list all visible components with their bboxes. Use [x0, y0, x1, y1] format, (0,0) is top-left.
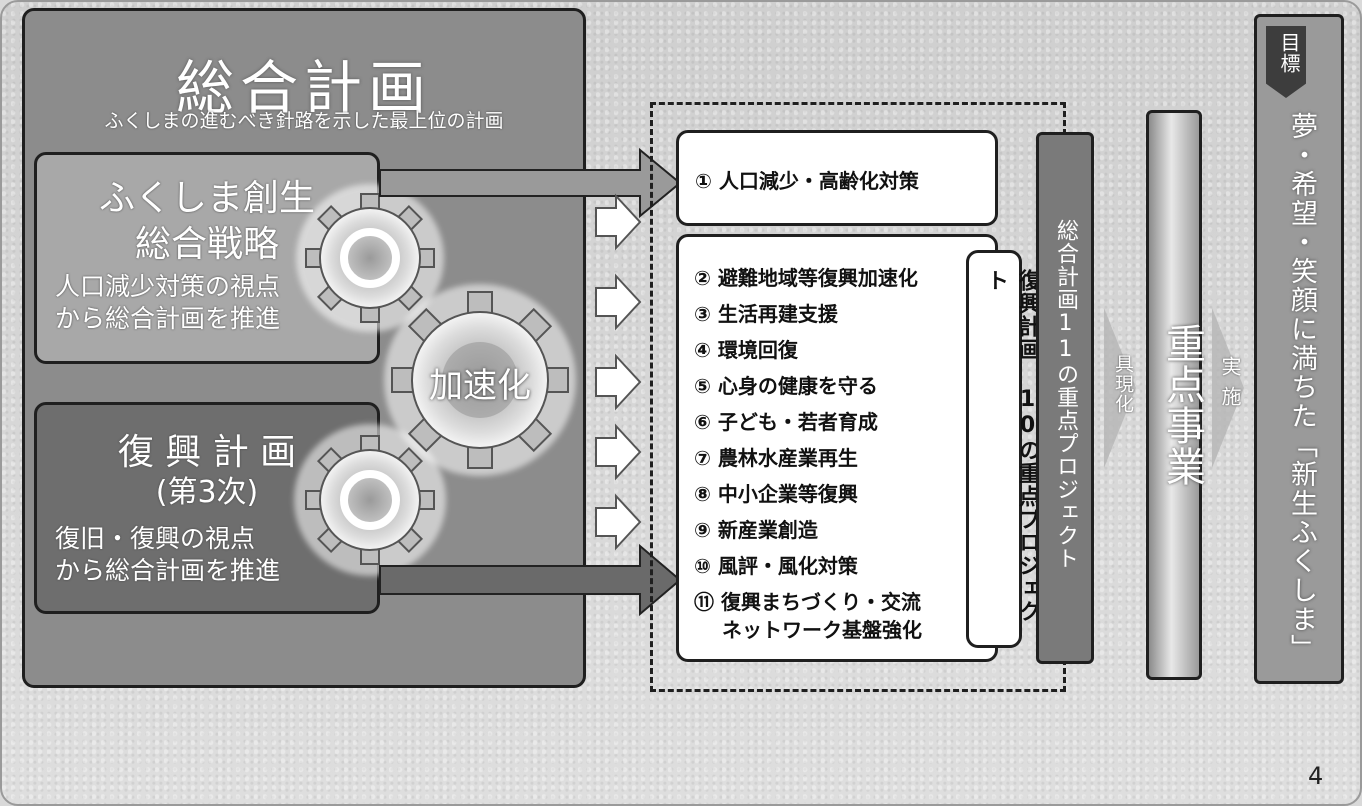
list-item: ④ 環境回復 [694, 338, 798, 362]
chevron-implement [1212, 308, 1244, 468]
plan-projects-label: 総合計画11の重点プロジェクト [1053, 219, 1078, 570]
embody-label: 具現化 [1112, 354, 1134, 414]
strategy-body-2: から総合計画を推進 [55, 304, 281, 333]
strategy-title-1: ふくしま創生 [98, 178, 315, 219]
small-arrows [595, 193, 642, 551]
gear-icon-bottom [305, 435, 435, 565]
plan-projects-column: 総合計画11の重点プロジェクト [1036, 132, 1094, 664]
implement-label: 実施 [1218, 356, 1242, 416]
goal-tag: 目標 [1266, 26, 1306, 98]
list-item: ⑦ 農林水産業再生 [694, 446, 858, 470]
strategy-title-2: 総合戦略 [134, 224, 279, 265]
recon-projects-box: 復興計画 10の重点プロジェクト [966, 250, 1040, 648]
gear-label: 加速化 [429, 366, 531, 406]
strategy-body-1: 人口減少対策の視点 [55, 272, 281, 301]
arrow-recon-to-item11 [379, 543, 682, 617]
list-item: ③ 生活再建支援 [694, 302, 838, 326]
gear-icon-center [391, 291, 569, 469]
recon-body-1: 復旧・復興の視点 [55, 524, 256, 553]
list-item: ⑩ 風評・風化対策 [694, 554, 858, 578]
goal-tag-text: 目標 [1277, 32, 1301, 74]
recon-title-1: 復 興 計 画 [117, 432, 297, 473]
page-number: 4 [1308, 762, 1324, 790]
key-projects-column: 重点事業 [1146, 110, 1205, 680]
main-plan-title: 総合計画 [175, 54, 432, 122]
list-item: ② 避難地域等復興加速化 [694, 266, 918, 290]
main-plan-subtitle: ふくしまの進むべき針路を示した最上位の計画 [104, 110, 504, 132]
goal-text: 夢・希望・笑顔に満ちた「新生ふくしま」 [1286, 112, 1317, 663]
item-box-top: ① 人口減少・高齢化対策 [676, 130, 998, 226]
recon-body-2: から総合計画を推進 [55, 556, 281, 585]
key-projects-label: 重点事業 [1159, 323, 1205, 487]
strategy-panel: ふくしま創生 総合戦略 人口減少対策の視点 から総合計画を推進 [34, 152, 380, 364]
list-item: ⑪ 復興まちづくり・交流 [694, 590, 921, 614]
list-item: ⑥ 子ども・若者育成 [694, 410, 878, 434]
list-item: ⑤ 心身の健康を守る [694, 374, 878, 398]
goal-column [1254, 14, 1344, 684]
recon-projects-label: 復興計画 10の重点プロジェクト [983, 269, 1040, 623]
recon-title-2: (第3次) [155, 475, 259, 510]
arrow-strategy-to-item1 [379, 147, 682, 219]
chevron-embody [1104, 308, 1136, 468]
list-item: ネットワーク基盤強化 [722, 618, 922, 642]
item-box-list [676, 234, 998, 662]
list-item: ⑨ 新産業創造 [694, 518, 818, 542]
list-item: ⑧ 中小企業等復興 [694, 482, 858, 506]
gear-icon-top [305, 193, 435, 323]
item-1: ① 人口減少・高齢化対策 [695, 169, 919, 193]
